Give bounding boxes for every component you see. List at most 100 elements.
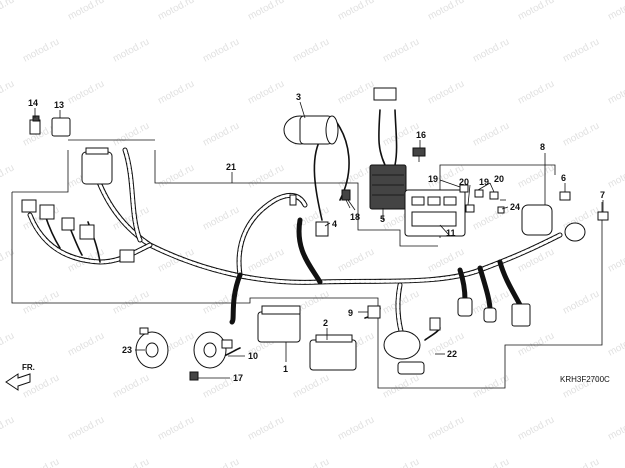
part-21-band [289,194,297,206]
part-9-connector [367,305,381,319]
group-frames [11,139,603,389]
callout-5: 5 [380,214,385,224]
watermark-text: motod.ru [246,414,286,442]
watermark-text: motod.ru [336,78,376,106]
callout-24: 24 [510,202,520,212]
part-7-connector [597,211,609,221]
callout-13: 13 [54,100,64,110]
watermark-text: motod.ru [561,120,601,148]
part-22-sensor [383,317,441,375]
watermark-text: motod.ru [66,78,106,106]
part-6-connector [559,191,571,201]
watermark-text: motod.ru [516,78,556,106]
watermark-text: motod.ru [111,36,151,64]
watermark-text: motod.ru [426,414,466,442]
callout-19a: 19 [428,174,438,184]
callout-9: 9 [348,308,353,318]
callout-18: 18 [350,212,360,222]
watermark-text: motod.ru [606,330,625,358]
callout-23: 23 [122,345,132,355]
part-14-clip [29,115,41,135]
diagram-code: KRH3F2700C [560,375,610,384]
watermark-text: motod.ru [156,162,196,190]
watermark-text: motod.ru [246,246,286,274]
watermark-text: motod.ru [66,330,106,358]
part-turn-relay [81,147,113,185]
watermark-text: motod.ru [471,456,511,468]
watermark-text: motod.ru [21,288,61,316]
part-11-fuse-box [404,189,466,237]
part-23-horn [135,327,169,369]
watermark-text: motod.ru [0,0,16,23]
callout-22: 22 [447,349,457,359]
watermark-text: motod.ru [111,120,151,148]
left-connectors [21,199,135,263]
part-10-horn [193,331,233,369]
watermark-text: motod.ru [606,78,625,106]
watermark-text: motod.ru [21,36,61,64]
watermark-text: motod.ru [291,36,331,64]
watermark-text: motod.ru [516,162,556,190]
part-13-relay [51,117,71,137]
callout-7: 7 [600,190,605,200]
watermark-text: motod.ru [111,372,151,400]
watermark-text: motod.ru [0,162,16,190]
watermark-text: motod.ru [201,204,241,232]
part-1-cdi [257,305,301,343]
watermark-text: motod.ru [336,0,376,23]
watermark-text: motod.ru [381,456,421,468]
callout-11: 11 [446,228,456,238]
watermark-text: motod.ru [66,0,106,23]
watermark-text: motod.ru [246,162,286,190]
watermark-text: motod.ru [201,456,241,468]
part-18-bolt [341,189,351,209]
watermark-text: motod.ru [156,0,196,23]
watermark-text: motod.ru [606,162,625,190]
front-direction-arrow: FR. [5,363,35,391]
callout-21: 21 [226,162,236,172]
watermark-text: motod.ru [561,456,601,468]
watermark-text: motod.ru [21,456,61,468]
watermark-text: motod.ru [606,0,625,23]
callout-20b: 20 [494,174,504,184]
watermark-text: motod.ru [111,456,151,468]
callout-labels: 14 13 3 16 21 19 20 19 20 8 6 7 24 18 5 … [28,92,605,383]
watermark-text: motod.ru [156,78,196,106]
part-3-ignition-coil [283,115,339,145]
watermark-text: motod.ru [0,78,16,106]
callout-20a: 20 [459,177,469,187]
part-8-starter-relay [521,204,586,242]
watermark-text: motod.ru [471,120,511,148]
callout-10: 10 [248,351,258,361]
watermark-text: motod.ru [516,414,556,442]
watermark-text: motod.ru [471,36,511,64]
watermark-text: motod.ru [201,120,241,148]
callout-4: 4 [332,219,337,229]
watermark-text: motod.ru [0,414,16,442]
callout-8: 8 [540,142,545,152]
watermark-text: motod.ru [0,330,16,358]
watermark-text: motod.ru [381,36,421,64]
part-4-connector [315,221,329,237]
watermark-text: motod.ru [66,414,106,442]
watermark-text: motod.ru [291,372,331,400]
watermark-text: motod.ru [426,0,466,23]
part-2-unit [309,334,357,371]
part-17-bolt [189,371,199,381]
watermark-text: motod.ru [471,204,511,232]
watermark-text: motod.ru [336,414,376,442]
watermark-text: motod.ru [0,246,16,274]
watermark-text: motod.ru [606,414,625,442]
watermark-text: motod.ru [291,456,331,468]
watermark-text: motod.ru [246,0,286,23]
front-label: FR. [22,363,35,372]
watermark-text: motod.ru [426,78,466,106]
part-16-bolt [412,147,426,162]
watermark-text: motod.ru [336,246,376,274]
watermark-text: motod.ru [201,36,241,64]
watermark-text: motod.ru [381,372,421,400]
callout-16: 16 [416,130,426,140]
watermark-text: motod.ru [516,330,556,358]
